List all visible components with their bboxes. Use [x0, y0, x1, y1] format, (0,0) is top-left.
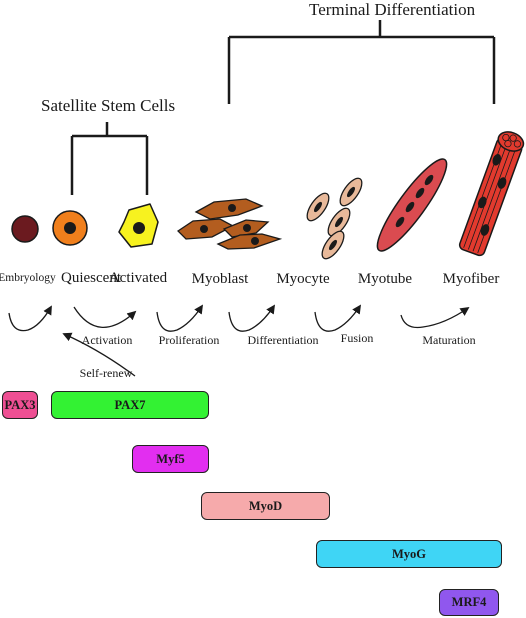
terminal-differentiation-bracket [227, 20, 496, 104]
transition-label-fusion: Fusion [340, 331, 374, 345]
maturation-arrow [400, 306, 470, 329]
marker-bar-pax3: PAX3 [2, 391, 38, 419]
activated-cell [118, 203, 159, 248]
self-renew-arrow [62, 332, 136, 377]
quiescent-cell [52, 210, 88, 246]
proliferation-arrow [156, 304, 204, 332]
stage-label-quiescent: Quiescent [61, 270, 121, 286]
stage-label-myocyte: Myocyte [276, 271, 330, 287]
satellite-stem-cells-bracket [70, 122, 149, 195]
differentiation-arrow [228, 304, 276, 332]
marker-bar-myog: MyoG [316, 540, 502, 568]
satellite-stem-cells-label: Satellite Stem Cells [41, 96, 176, 115]
myotube [376, 158, 448, 252]
transition-label-self-renew: Self-renew [79, 366, 133, 380]
transition-label-proliferation: Proliferation [158, 333, 220, 347]
activation-arrow [73, 306, 137, 328]
stage-label-activated: Activated [108, 270, 168, 286]
terminal-differentiation-label: Terminal Differentiation [309, 0, 476, 19]
transition-label-maturation: Maturation [422, 333, 476, 347]
myofiber [458, 131, 525, 257]
myocyte-cells [306, 177, 363, 260]
embryonic-cell [11, 215, 39, 243]
marker-bar-myf5: Myf5 [132, 445, 209, 473]
marker-bar-mrf4: MRF4 [439, 589, 499, 616]
embryology-arrow [8, 305, 52, 332]
stage-label-embryology: Embryology [0, 272, 56, 284]
fusion-arrow [314, 304, 362, 332]
transition-label-activation: Activation [81, 333, 133, 347]
transition-label-differentiation: Differentiation [247, 333, 319, 347]
stage-label-myotube: Myotube [357, 271, 413, 287]
myoblast-cells [176, 198, 283, 250]
marker-bar-myod: MyoD [201, 492, 330, 520]
stage-label-myofiber: Myofiber [442, 271, 500, 287]
transition-arrows [8, 304, 470, 377]
marker-bar-pax7: PAX7 [51, 391, 209, 419]
stage-label-myoblast: Myoblast [191, 271, 249, 287]
